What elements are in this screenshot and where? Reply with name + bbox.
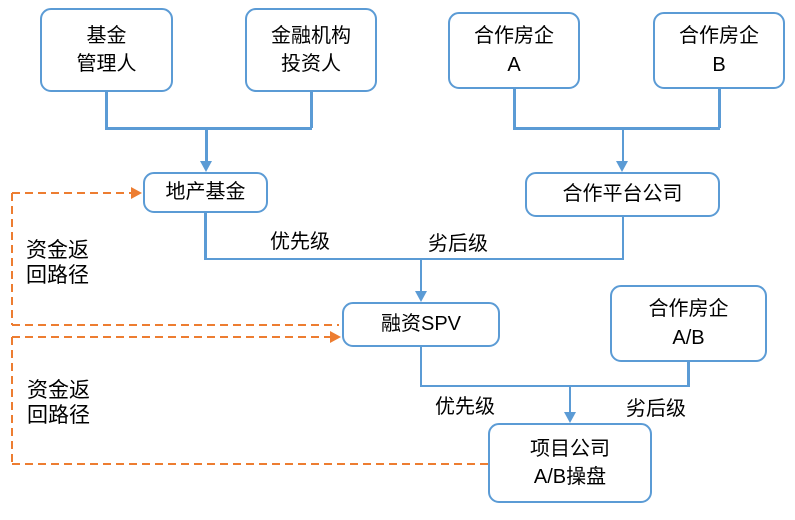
- connector-left-merge-horizontal: [105, 127, 312, 130]
- connector-into-financing-spv: [419, 257, 423, 292]
- node-financing-spv: 融资SPV: [342, 302, 500, 347]
- label-fund-return-path-lower: 资金返 回路径: [27, 379, 90, 427]
- connector-into-project-company: [568, 384, 572, 413]
- node-partner-developer-b: 合作房企 B: [653, 12, 785, 89]
- return-path-2-vertical: [10, 337, 14, 464]
- node-partner-developer-a: 合作房企 A: [448, 12, 580, 89]
- node-financial-investor: 金融机构 投资人: [245, 8, 377, 92]
- node-project-company: 项目公司 A/B操盘: [488, 423, 652, 503]
- arrowhead-right-real-estate-fund-icon: [131, 187, 142, 199]
- connector-fund-manager-down: [105, 92, 108, 128]
- node-real-estate-fund-label: 地产基金: [165, 181, 246, 204]
- return-path-1-to-fund: [12, 191, 131, 195]
- arrowhead-down-real-estate-fund-icon: [199, 161, 212, 172]
- node-partner-platform-company: 合作平台公司: [525, 172, 720, 217]
- connector-bottom-merge-horizontal: [419, 384, 690, 387]
- node-partner-developer-a-label: 合作房企 A: [474, 25, 554, 76]
- return-path-1-vertical: [10, 193, 14, 325]
- arrowhead-down-financing-spv-icon: [414, 291, 427, 302]
- node-partner-developer-ab: 合作房企 A/B: [610, 285, 767, 362]
- node-fund-manager-label: 基金 管理人: [76, 24, 137, 75]
- node-partner-developer-b-label: 合作房企 B: [679, 25, 759, 76]
- arrowhead-down-platform-company-icon: [616, 161, 628, 172]
- connector-platform-company-down: [621, 217, 624, 259]
- label-junior-tranche-upper: 劣后级: [428, 233, 488, 255]
- arrowhead-right-financing-spv-icon: [330, 331, 341, 343]
- return-path-2-from-project: [12, 462, 488, 466]
- return-path-1-from-spv: [12, 323, 339, 327]
- node-partner-developer-ab-label: 合作房企 A/B: [648, 298, 729, 349]
- label-senior-tranche-upper: 优先级: [270, 231, 330, 253]
- node-financing-spv-label: 融资SPV: [380, 313, 462, 336]
- node-financial-investor-label: 金融机构 投资人: [271, 24, 351, 75]
- label-senior-tranche-lower: 优先级: [435, 396, 495, 418]
- node-partner-platform-company-label: 合作平台公司: [562, 183, 683, 206]
- connector-mid-merge-horizontal: [204, 257, 624, 260]
- node-real-estate-fund: 地产基金: [143, 172, 268, 213]
- label-fund-return-path-upper: 资金返 回路径: [26, 239, 89, 287]
- connector-into-real-estate-fund: [205, 127, 208, 162]
- return-path-2-to-spv: [12, 335, 330, 339]
- connector-partner-b-down: [718, 89, 721, 128]
- node-project-company-label: 项目公司 A/B操盘: [530, 437, 610, 488]
- connector-partner-ab-down: [687, 362, 690, 386]
- arrowhead-down-project-company-icon: [563, 412, 576, 423]
- connector-real-estate-fund-down: [204, 213, 207, 259]
- connector-financial-investor-down: [310, 92, 313, 128]
- node-fund-manager: 基金 管理人: [40, 8, 173, 92]
- connector-right-merge-horizontal: [513, 127, 720, 130]
- label-junior-tranche-lower: 劣后级: [626, 398, 686, 420]
- connector-into-platform-company: [621, 127, 624, 162]
- connector-partner-a-down: [513, 89, 516, 128]
- connector-financing-spv-down: [419, 347, 423, 386]
